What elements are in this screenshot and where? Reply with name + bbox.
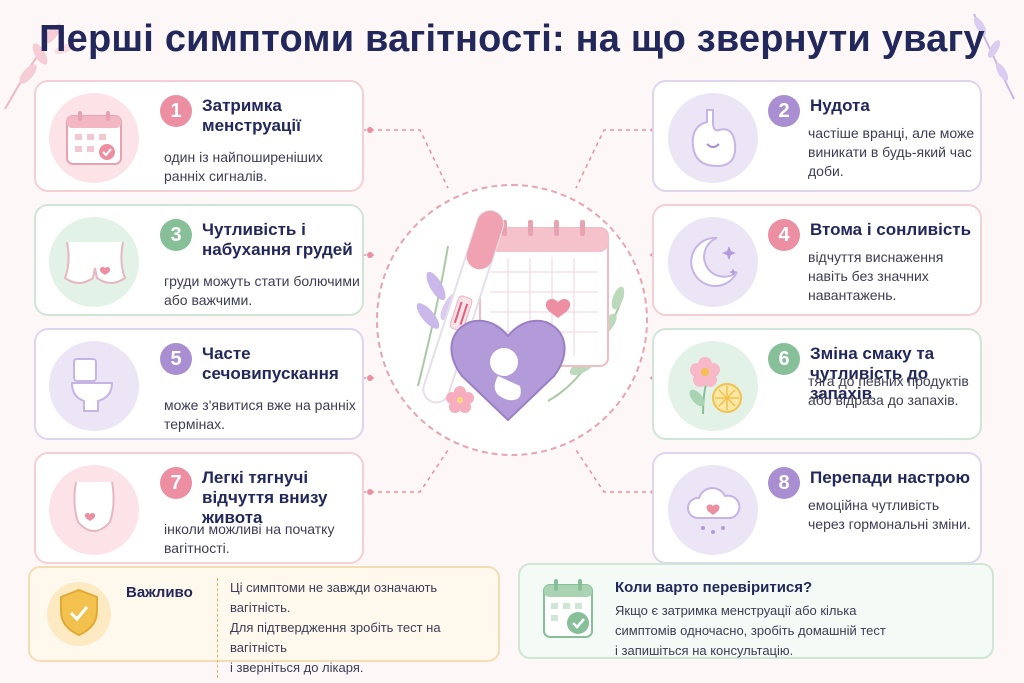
branch-decoration-left xyxy=(4,23,74,110)
check-heading: Коли варто перевіритися? xyxy=(615,579,813,596)
card-title: Нудота xyxy=(810,96,870,115)
card-title: Чутливість і набухання грудей xyxy=(202,220,353,259)
moon-icon xyxy=(668,217,758,307)
calendar-check-icon xyxy=(49,93,139,183)
card-text: інколи можливі на початку вагітності. xyxy=(164,521,335,556)
symptom-card-5: 5 Часте сечовипускання може з'явитися вж… xyxy=(34,328,364,440)
cloud-heart-icon xyxy=(668,465,758,555)
card-title: Часте сечовипускання xyxy=(202,344,339,383)
shield-check-icon xyxy=(46,578,112,655)
card-text: один із найпоширеніших ранніх сигналів. xyxy=(164,149,323,184)
important-heading: Важливо xyxy=(126,584,193,601)
card-number-badge: 1 xyxy=(160,95,192,127)
page-title: Перші симптоми вагітності: на що звернут… xyxy=(39,18,985,60)
heart-embryo-icon xyxy=(450,319,566,422)
card-number-badge: 6 xyxy=(768,343,800,375)
card-number-badge: 5 xyxy=(160,343,192,375)
card-text: груди можуть стати болючими або важчими. xyxy=(164,273,360,308)
card-text: емоційна чутливість через гормональні зм… xyxy=(808,497,971,532)
abdomen-icon xyxy=(49,465,139,555)
card-title: Затримка менструації xyxy=(202,96,301,135)
important-note: Важливо Ці симптоми не завжди означають … xyxy=(28,566,500,678)
stomach-icon xyxy=(668,93,758,183)
card-text: може з'явитися вже на ранніх термінах. xyxy=(164,397,356,432)
card-number-badge: 7 xyxy=(160,467,192,499)
check-text: Якщо є затримка менструації або кілька с… xyxy=(615,603,886,658)
symptom-card-4: 4 Втома і сонливість відчуття виснаження… xyxy=(652,204,982,316)
check-note: Коли варто перевіритися? Якщо є затримка… xyxy=(518,563,994,659)
card-number-badge: 2 xyxy=(768,95,800,127)
center-illustration xyxy=(376,184,648,456)
flower-lemon-icon xyxy=(668,341,758,431)
card-title: Перепади настрою xyxy=(810,468,970,487)
card-title: Втома і сонливість xyxy=(810,220,972,239)
card-text: частіше вранці, але може виникати в будь… xyxy=(808,125,975,179)
pregnancy-test-icon xyxy=(422,209,505,404)
bra-icon xyxy=(49,217,139,307)
card-number-badge: 8 xyxy=(768,467,800,499)
card-title: Легкі тягнучі відчуття внизу живота xyxy=(202,468,328,527)
branch-decoration-right xyxy=(973,13,1015,100)
card-number-badge: 4 xyxy=(768,219,800,251)
important-text: Ці симптоми не завжди означають вагітніс… xyxy=(217,578,497,678)
symptom-card-7: 7 Легкі тягнучі відчуття внизу живота ін… xyxy=(34,452,364,564)
card-number-badge: 3 xyxy=(160,219,192,251)
card-text: відчуття виснаження навіть без значних н… xyxy=(808,249,944,303)
toilet-icon xyxy=(49,341,139,431)
symptom-card-1: 1 Затримка менструації один із найпошире… xyxy=(34,80,364,192)
card-text: тяга до певних продуктів або відраза до … xyxy=(808,373,969,408)
symptom-card-6: 6 Зміна смаку та чутливість до запахів т… xyxy=(652,328,982,440)
symptom-card-3: 3 Чутливість і набухання грудей груди мо… xyxy=(34,204,364,316)
calendar-check-icon xyxy=(538,575,600,650)
symptom-card-2: 2 Нудота частіше вранці, але може виника… xyxy=(652,80,982,192)
card-title: Зміна смаку та чутливість до запахів xyxy=(810,344,935,403)
symptom-card-8: 8 Перепади настрою емоційна чутливість ч… xyxy=(652,452,982,564)
